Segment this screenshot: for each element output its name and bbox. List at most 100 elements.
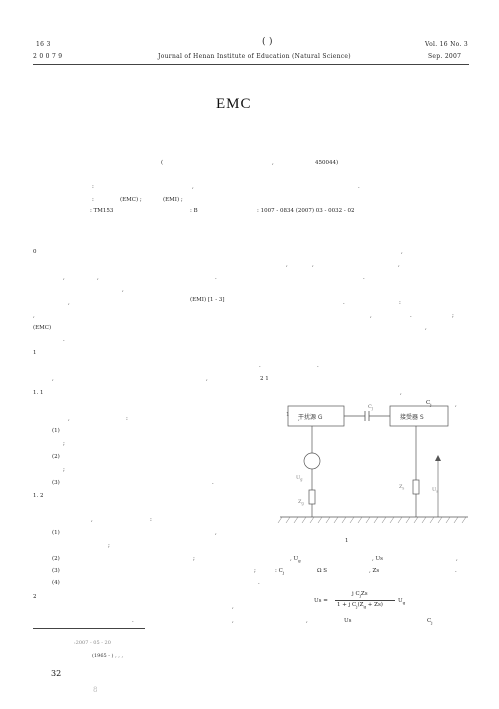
section-0-number: 0 bbox=[33, 249, 37, 255]
formula-lhs: Us = bbox=[314, 598, 328, 604]
s0-r5-c: : bbox=[399, 300, 401, 306]
impedance-zg bbox=[308, 489, 316, 505]
s11-r-comma: , bbox=[400, 390, 402, 396]
bullet-2-mid: ; bbox=[193, 556, 195, 562]
figure-1-caption: 1 bbox=[345, 538, 349, 544]
affiliation-open-paren: ( bbox=[161, 160, 164, 166]
header-vol-en: Vol. 16 No. 3 bbox=[425, 41, 468, 48]
formula-den-end: + Zs) bbox=[366, 602, 383, 608]
ug-line-c: , bbox=[456, 556, 458, 562]
ug-line-a: , Ug bbox=[290, 556, 301, 563]
s0-r6-b: , bbox=[370, 313, 372, 319]
bullet-1: (1) bbox=[52, 530, 60, 536]
s0-r1-comma: , bbox=[401, 249, 403, 255]
bullet-1-next: ; bbox=[108, 543, 110, 549]
ghost-page-mark: 8 bbox=[93, 686, 98, 694]
s1-r2-b: , bbox=[206, 376, 208, 382]
s0-r5-ref: (EMI) [1 - 3] bbox=[190, 297, 225, 303]
header-rule bbox=[33, 64, 469, 65]
cj-label: Cj bbox=[368, 404, 373, 411]
formula-den-sub2: g bbox=[363, 604, 367, 610]
abstract-comma: , bbox=[192, 184, 194, 190]
subsection-1-1: 1. 1 bbox=[33, 390, 44, 396]
cj-line-c: , Zs bbox=[369, 568, 380, 574]
formula-den-a: 1 + j C bbox=[337, 602, 357, 608]
s11-cj-comma: , bbox=[455, 402, 457, 408]
s0-r7-b: , bbox=[425, 325, 427, 331]
impedance-zs bbox=[412, 479, 420, 495]
cj-symbol: C bbox=[426, 400, 431, 406]
s0-r7-emc: (EMC) bbox=[33, 325, 52, 331]
header-journal-cn: ( ) bbox=[262, 37, 273, 47]
s0-r5-b: . bbox=[343, 300, 345, 306]
s0-r8-a: . bbox=[63, 337, 65, 343]
ground-hatching bbox=[277, 516, 467, 524]
zs-label: Zs bbox=[399, 484, 404, 491]
ug-label: Ug bbox=[296, 475, 303, 482]
bullet-1-tail: , bbox=[215, 530, 217, 536]
cj-subscript: j bbox=[430, 402, 432, 408]
keyword-emi: (EMI) ; bbox=[163, 197, 183, 203]
us-arrow-head bbox=[435, 455, 441, 461]
last-line-us: Us bbox=[344, 618, 352, 624]
section-1-number: 1 bbox=[33, 350, 37, 356]
author-bio: (1965 - ) , , , bbox=[92, 653, 124, 659]
cj-line-a: : Cj bbox=[275, 568, 284, 575]
last-line-cj: Cj bbox=[427, 618, 432, 625]
formula-num-tail: Zs bbox=[360, 591, 368, 597]
receiver-label: 接受器 S bbox=[400, 413, 424, 421]
affiliation-postcode: 450044) bbox=[315, 160, 339, 166]
subsection-1-2: 1. 2 bbox=[33, 493, 44, 499]
s2-r2-a: . bbox=[132, 618, 134, 624]
formula-den-tail: (Z bbox=[357, 602, 364, 608]
abstract-period: . bbox=[358, 184, 360, 190]
bullet-3-mid: ; bbox=[254, 568, 256, 574]
figure-ref-21: 2 1 bbox=[260, 376, 269, 382]
page-number: 32 bbox=[51, 669, 62, 678]
s0-r6-d: ; bbox=[452, 313, 454, 319]
article-id: : 1007 - 0834 (2007) 03 - 0032 - 02 bbox=[257, 208, 355, 214]
cj-line-b: Ω S bbox=[317, 568, 328, 574]
document-code: : B bbox=[190, 208, 198, 214]
item-3-tail: . bbox=[212, 480, 214, 486]
header-volume: 16 3 bbox=[36, 41, 51, 48]
s2-r2-b: , bbox=[232, 618, 234, 624]
s11-comma-line: , bbox=[68, 416, 70, 422]
ug-line-b: , Us bbox=[372, 556, 383, 562]
s0-r5-a: , bbox=[68, 300, 70, 306]
formula-numerator: j CjZs bbox=[352, 591, 368, 598]
s2-r1: , bbox=[232, 604, 234, 610]
figure-ref-1-comma: , bbox=[298, 416, 300, 422]
bullet-4-mid: . bbox=[258, 580, 260, 586]
last-line-a: , bbox=[306, 618, 308, 624]
s0-r3-b: , bbox=[312, 262, 314, 268]
header-date-en: Sep. 2007 bbox=[428, 53, 462, 60]
header-journal-en: Journal of Henan Institute of Education … bbox=[158, 53, 351, 60]
s0-r3-c: . bbox=[363, 275, 365, 281]
bullet-3: (3) bbox=[52, 568, 60, 574]
bullet-4: (4) bbox=[52, 580, 60, 586]
bullet-2: (2) bbox=[52, 556, 60, 562]
formula-rhs-sub: g bbox=[402, 600, 406, 606]
s0-r3-d: , bbox=[398, 262, 400, 268]
figure-1-circuit: 干扰源 G 接受器 S Cj Ug Zg Zs Us bbox=[277, 404, 468, 524]
affiliation-comma: , bbox=[272, 160, 274, 166]
s12-colon: : bbox=[150, 517, 152, 523]
keywords-colon: : bbox=[92, 197, 94, 203]
ug-line-a-text: , U bbox=[290, 556, 299, 562]
keyword-emc: (EMC) ; bbox=[120, 197, 142, 203]
clc-number: : TM153 bbox=[90, 208, 114, 214]
item-2-tail: ; bbox=[63, 467, 65, 473]
formula-den-sub: j bbox=[356, 604, 358, 610]
interference-source-label: 干扰源 G bbox=[298, 413, 323, 421]
s0-r2-c: . bbox=[215, 275, 217, 281]
formula-num-sub: j bbox=[359, 593, 361, 599]
s1-r2-a: , bbox=[52, 376, 54, 382]
section-2-number: 2 bbox=[33, 594, 37, 600]
s1-r1-b: . bbox=[317, 363, 319, 369]
formula-fraction-bar bbox=[335, 600, 395, 601]
s11-colon: : bbox=[126, 416, 128, 422]
formula-num-a: j C bbox=[352, 591, 360, 597]
ug-line-a-sub: g bbox=[298, 558, 301, 564]
item-2: (2) bbox=[52, 454, 60, 460]
